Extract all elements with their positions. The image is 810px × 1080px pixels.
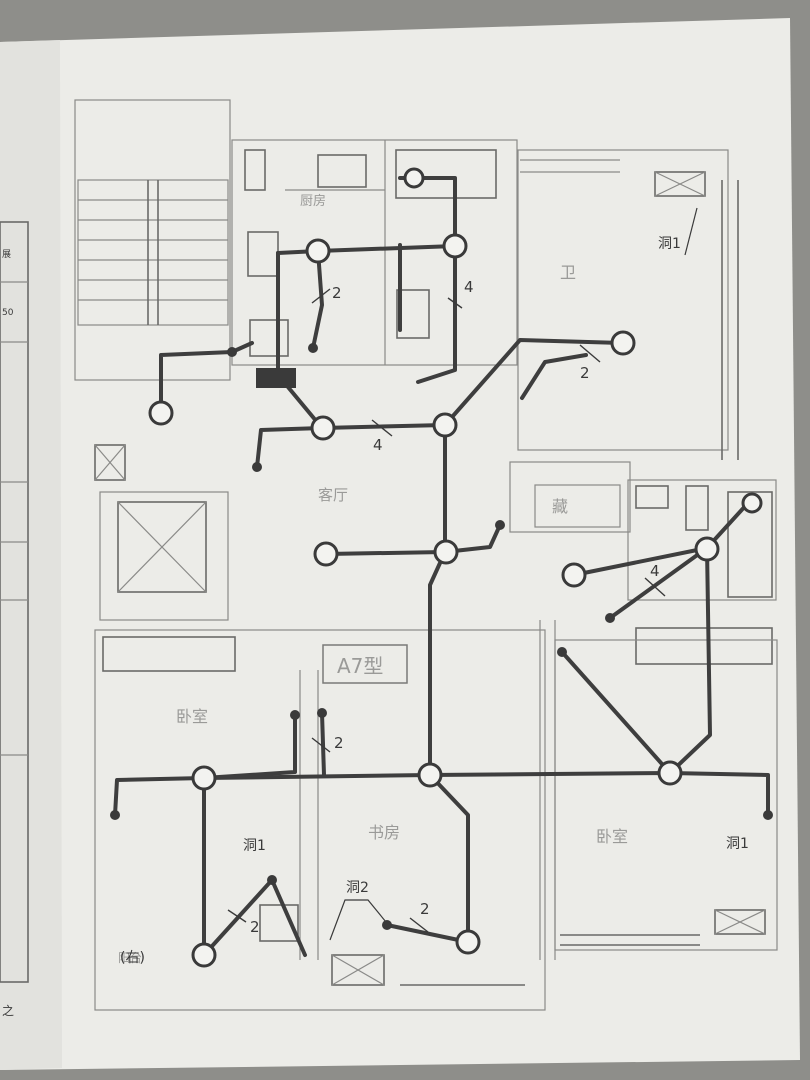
junction-box [313, 541, 339, 567]
left-table-fragment: 展 50 [0, 221, 29, 983]
wire-count-ticks [227, 288, 666, 933]
room-living: 客厅 [318, 486, 348, 504]
wire-count-bed-left: 2 [334, 734, 344, 752]
junction-box [433, 539, 459, 565]
corner-mark-left: 之 [2, 1004, 14, 1018]
junction-boxes [148, 167, 763, 968]
room-storage: 藏 [552, 497, 568, 516]
switch-dot [227, 347, 237, 357]
table-label-2: 50 [2, 308, 14, 318]
junction-box [741, 492, 763, 514]
wire-count-kitchen: 2 [332, 284, 342, 302]
switch-dot [290, 710, 300, 720]
paper-fold-shadow [0, 40, 62, 1070]
distribution-box [256, 368, 296, 388]
switch-points [110, 343, 773, 930]
room-bedroom-right: 卧室 [596, 827, 628, 846]
building-walls [74, 99, 778, 1011]
corner-mark-right: (右) [120, 950, 145, 966]
type-label: A7型 [337, 654, 383, 678]
wire-count-hall: 4 [373, 436, 383, 454]
junction-box [148, 400, 174, 426]
junction-box [432, 412, 458, 438]
switch-dot [267, 875, 277, 885]
switch-dot [110, 810, 120, 820]
room-study: 书房 [368, 823, 400, 842]
hole-leader-top-right [684, 207, 698, 256]
junction-box [455, 929, 481, 955]
switch-dot [763, 810, 773, 820]
wire-count-bath-right: 4 [650, 562, 660, 580]
room-bathroom-top: 卫 [560, 263, 576, 282]
hole-leader-bottom-mid [329, 899, 387, 941]
wire-count-bath-top: 4 [464, 278, 474, 296]
room-kitchen: 厨房 [300, 193, 326, 209]
junction-box [305, 238, 331, 264]
junction-box [191, 765, 217, 791]
junction-box [442, 233, 468, 259]
hole-label-bottom-mid: 洞2 [346, 880, 369, 896]
hole-label-bottom-left: 洞1 [243, 838, 266, 854]
switch-dot [605, 613, 615, 623]
switch-dot [382, 920, 392, 930]
wire-count-upper-right: 2 [580, 364, 590, 382]
switch-dot [308, 343, 318, 353]
hole-label-top-right: 洞1 [658, 236, 681, 252]
switch-dot [557, 647, 567, 657]
switch-dot [495, 520, 505, 530]
paper-sheet [0, 18, 800, 1070]
junction-box [403, 167, 425, 189]
junction-box [561, 562, 587, 588]
type-label-box [322, 644, 408, 684]
room-bedroom-left: 卧室 [176, 707, 208, 726]
switch-dot [252, 462, 262, 472]
wire-count-bottom-mid: 2 [420, 900, 430, 918]
junction-box [657, 760, 683, 786]
junction-box [417, 762, 443, 788]
room-balcony: 阳台 [118, 950, 142, 965]
junction-box [191, 942, 217, 968]
switch-dot [317, 708, 327, 718]
wire-count-bottom-left: 2 [250, 918, 260, 936]
junction-box [694, 536, 720, 562]
hole-label-bottom-right: 洞1 [726, 836, 749, 852]
table-label-1: 展 [2, 249, 11, 260]
junction-box [610, 330, 636, 356]
junction-box [310, 415, 336, 441]
